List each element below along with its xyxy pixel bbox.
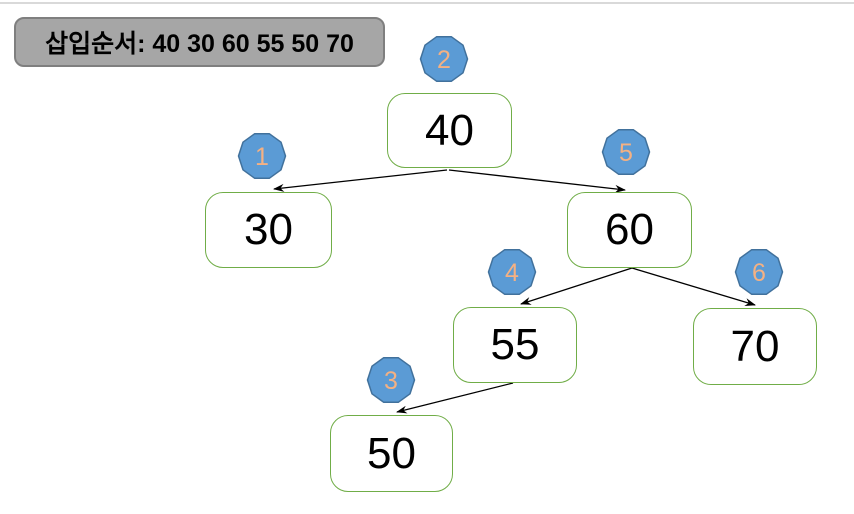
order-badge-4: 4: [487, 248, 537, 296]
order-badge-1: 1: [237, 132, 287, 180]
order-badge-6: 6: [734, 248, 784, 296]
tree-node-70: 70: [693, 308, 817, 385]
order-badge-3: 3: [366, 356, 416, 404]
tree-edge-60-70: [631, 267, 756, 306]
tree-edge-40-60: [448, 169, 626, 193]
tree-node-value: 70: [730, 321, 780, 371]
tree-edge-60-55: [520, 267, 633, 305]
tree-node-60: 60: [567, 192, 692, 268]
tree-node-50: 50: [330, 415, 453, 492]
order-badge-number: 2: [437, 46, 451, 74]
tree-node-30: 30: [205, 192, 332, 268]
tree-node-value: 60: [605, 205, 654, 254]
insertion-order-box: 삽입순서: 40 30 60 55 50 70: [14, 17, 385, 67]
order-badge-number: 1: [255, 143, 269, 171]
order-badge-number: 5: [619, 139, 633, 167]
tree-node-value: 50: [367, 428, 416, 478]
tree-edge-55-50: [396, 382, 514, 414]
insertion-order-label: 삽입순서: 40 30 60 55 50 70: [45, 30, 354, 58]
decagon-badge-icon: [419, 35, 469, 83]
tree-node-value: 40: [425, 105, 474, 155]
tree-node-40: 40: [387, 93, 512, 168]
tree-edge-40-30: [273, 169, 448, 192]
decagon-badge-icon: [734, 248, 784, 296]
tree-node-value: 55: [490, 320, 540, 369]
slide-top-border: [0, 2, 854, 4]
order-badge-5: 5: [601, 128, 651, 176]
order-badge-number: 3: [384, 367, 398, 395]
order-badge-2: 2: [419, 35, 469, 83]
tree-edges: [273, 169, 756, 414]
order-badge-number: 6: [752, 259, 766, 287]
tree-node-55: 55: [453, 307, 577, 383]
decagon-badge-icon: [237, 132, 287, 180]
order-badges: 1 2 3 4 5 6: [237, 35, 784, 404]
order-badge-number: 4: [505, 259, 519, 287]
tree-node-value: 30: [244, 205, 293, 254]
decagon-badge-icon: [487, 248, 537, 296]
decagon-badge-icon: [366, 356, 416, 404]
decagon-badge-icon: [601, 128, 651, 176]
